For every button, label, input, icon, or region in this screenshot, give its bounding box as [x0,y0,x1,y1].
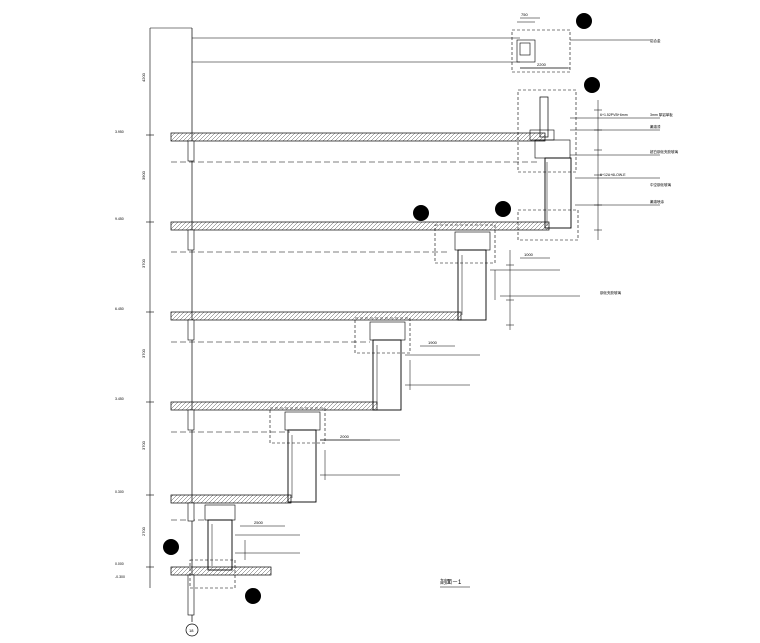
storey-dim-5: 3700 [141,440,146,450]
grid-axis-bubble [185,623,199,637]
ceiling-lines [171,161,540,521]
level-mark-2: 9.450 [115,217,124,221]
slab-level-2 [170,221,550,231]
level-mark-6: 0.000 [115,562,124,566]
storey-dim-6: 2700 [141,526,146,536]
callout-bubble [163,539,179,555]
note-6: 中空钢化玻璃 [650,182,671,187]
callout-bubble [245,588,261,604]
callout-bubble [576,13,592,29]
depth-dim-3: 1000 [524,252,534,257]
top-canopy-detail [192,21,650,73]
depth-dim-5: 2000 [340,434,350,439]
vertical-dimension-line [146,27,192,588]
column-stubs [187,140,195,616]
slab-level-3 [170,311,462,321]
note-2: 氟碳漆 [650,124,661,129]
depth-dimension-lines [240,17,570,560]
depth-dim-1: 750 [521,12,528,17]
callout-bubble [413,205,429,221]
note-4: 超白钢化夹胶玻璃 [650,149,678,154]
note-3: 6+1.52PVB+6mm [600,113,628,117]
slab-level-1 [170,132,546,142]
level-mark-7: -0.300 [115,575,125,579]
note-leaders [235,117,660,554]
depth-dim-4: 1900 [428,340,438,345]
callout-bubble [495,201,511,217]
callout-bubble [584,77,600,93]
grid-axis-label: 18 [189,628,194,633]
level-mark-1: 3.950 [115,130,124,134]
slab-level-4 [170,401,378,411]
slab-level-6 [170,566,272,576]
floor-slabs [170,132,550,576]
depth-dim-2: 2200 [537,62,547,67]
drawing-title: 剖面－1 [440,578,462,586]
right-dimension-chain [506,100,602,330]
stepped-facade [189,89,579,589]
storey-dim-2: 3900 [141,170,146,180]
level-mark-4: 3.450 [115,397,124,401]
note-5: 6+12A+6LOW-E [600,173,626,177]
storey-dim-1: 4200 [141,72,146,82]
level-mark-3: 6.450 [115,307,124,311]
note-8: 铝合金 [650,38,661,43]
note-7: 氟碳喷涂 [650,199,664,204]
labels: 4200 3900 3700 3700 3700 2700 3.950 9.45… [115,12,678,633]
detail-callouts [163,13,600,604]
note-9: 钢化夹胶玻璃 [600,290,621,295]
storey-dim-4: 3700 [141,348,146,358]
storey-dim-3: 3700 [141,258,146,268]
note-1: 3mm 厚铝单板 [650,112,673,117]
depth-dim-6: 2500 [254,520,264,525]
level-mark-5: 0.300 [115,490,124,494]
slab-level-5 [170,494,292,504]
